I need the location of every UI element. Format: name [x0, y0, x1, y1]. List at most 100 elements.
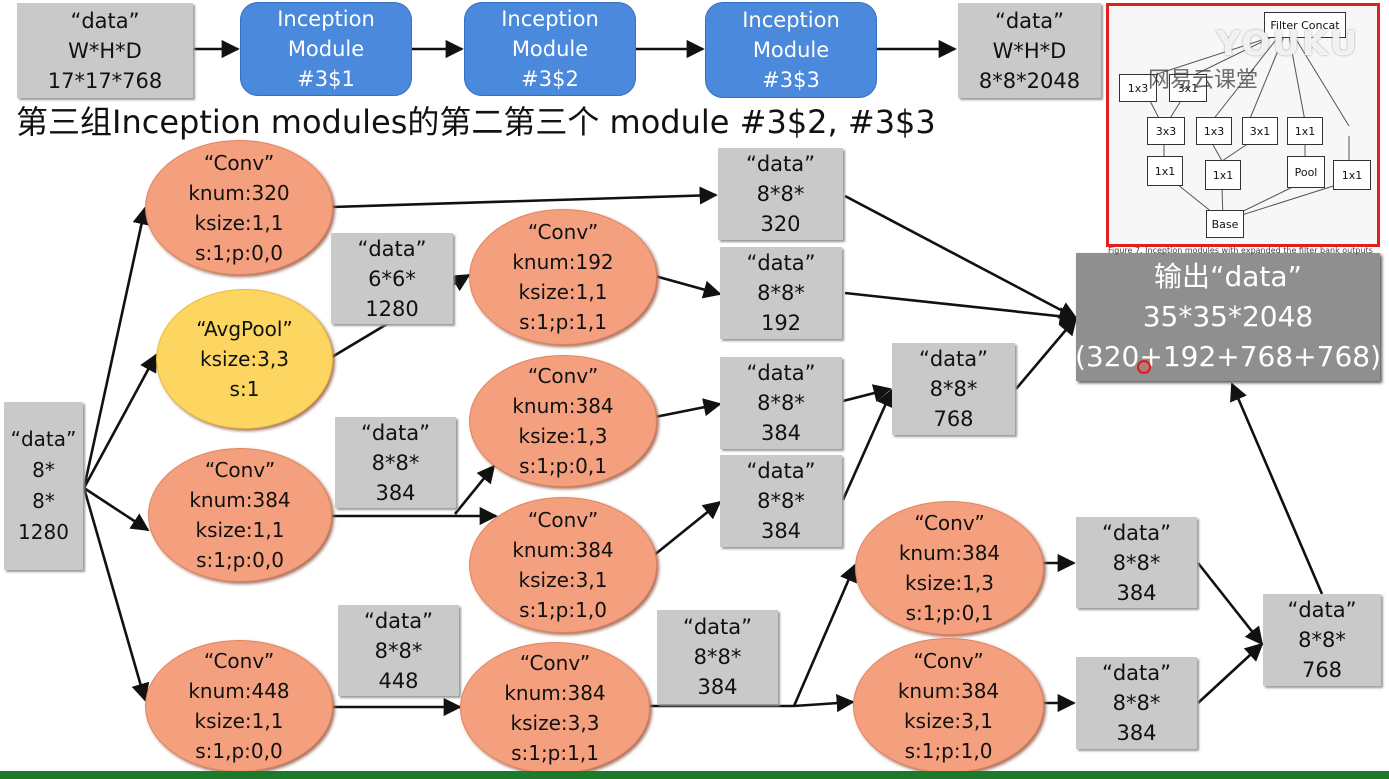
node-line: “Conv”: [203, 649, 275, 673]
node-line: “Conv”: [527, 364, 599, 388]
inception-module-3-3: Inception Module #3$3: [705, 2, 877, 98]
node-line: 8*8*: [693, 645, 742, 669]
node-line: “Conv”: [914, 511, 985, 535]
module-line: #3$1: [297, 67, 355, 91]
node-line: s:1;p:1,0: [904, 738, 993, 763]
node-line: 768: [933, 407, 974, 431]
node-line: (320+192+768+768): [1075, 340, 1382, 373]
node-line: “data”: [360, 420, 431, 445]
edge-conv-d-out192: [654, 274, 722, 299]
node-line: 384: [760, 519, 802, 543]
conv-g-node: “Conv” knum:384 ksize:3,3 s:1;p:1,1: [460, 642, 650, 774]
node-line: 8*: [32, 489, 55, 513]
node-line: ksize:1,1: [518, 280, 608, 304]
node-line: knum:384: [189, 488, 291, 512]
node-line: “Conv”: [203, 150, 275, 175]
node-line: 384: [1116, 721, 1157, 745]
node-line: 320: [760, 212, 801, 236]
paper-figure-thumbnail: Filter Concat 1x3 3x1 3x3 1x3 3x1 1x1 1x…: [1106, 3, 1380, 247]
node-line: s:1;p:0,0: [196, 548, 284, 572]
edge-split-conv-e: [453, 464, 496, 515]
node-line: 8*8*: [371, 450, 420, 475]
module-line: Inception: [742, 8, 840, 32]
node-line: “Conv”: [519, 651, 591, 675]
node-line: “data”: [1287, 598, 1357, 622]
node-line: “data”: [357, 236, 427, 261]
cursor-indicator: [1137, 360, 1151, 374]
top-input-data: “data” W*H*D 17*17*768: [17, 3, 193, 98]
edge-in-conv-b: [83, 486, 150, 532]
out-192-node: “data” 8*8* 192: [720, 247, 842, 339]
edge-data-i-concat: [1197, 642, 1264, 704]
node-line: 8*8*: [1112, 691, 1161, 715]
node-line: 8*: [32, 458, 55, 482]
concat-ef-node: “data” 8*8* 768: [892, 343, 1015, 435]
input-data-node: “data” 8* 8* 1280: [4, 402, 83, 570]
thumb-node: 3x3: [1147, 117, 1185, 145]
node-line: ksize:3,3: [510, 711, 600, 735]
node-line: ksize:1,3: [518, 424, 608, 448]
concat-hi-node: “data” 8*8* 768: [1263, 594, 1381, 686]
module-line: Module: [752, 38, 830, 62]
node-line: 8*8*: [756, 182, 805, 206]
node-line: ksize:3,3: [200, 347, 289, 371]
node-line: 192: [760, 311, 802, 335]
conv-i-node: “Conv” knum:384 ksize:3,1 s:1;p:1,0: [853, 638, 1044, 773]
out-320-node: “data” 8*8* 320: [718, 148, 843, 240]
node-line: 1280: [365, 296, 419, 321]
conv-f-node: “Conv” knum:384 ksize:3,1 s:1;p:1,0: [469, 497, 657, 633]
data-g-node: “data” 8*8* 384: [657, 610, 778, 704]
node-line: “Conv”: [527, 508, 599, 532]
thumb-filter-concat: Filter Concat: [1264, 12, 1346, 38]
node-line: “data”: [745, 152, 816, 176]
edge-out192-output: [844, 291, 1078, 326]
thumb-node: 1x1: [1147, 156, 1183, 186]
edge-data-e-concat: [842, 384, 892, 403]
node-line: s:1: [229, 377, 260, 401]
thumb-pool-node: Pool: [1287, 156, 1325, 188]
conv-d-node: “Conv” knum:192 ksize:1,1 s:1;p:1,1: [469, 209, 657, 345]
node-line: 6*6*: [368, 266, 416, 291]
node-line: 8*8*: [757, 391, 805, 415]
edge-in-conv-a: [82, 206, 151, 489]
node-line: s:1;p:0,1: [519, 454, 607, 478]
node-line: 768: [1301, 658, 1343, 682]
top-input-line-3: 17*17*768: [47, 68, 163, 93]
netease-watermark: 网易云课堂: [1148, 68, 1259, 93]
inception-module-3-1: Inception Module #3$1: [240, 2, 412, 96]
node-line: knum:384: [898, 541, 1001, 565]
edge-conv-a-out320: [331, 186, 718, 209]
conv-h-node: “Conv” knum:384 ksize:1,3 s:1;p:0,1: [855, 501, 1044, 635]
node-line: knum:192: [512, 250, 614, 274]
slide-title: 第三组Inception modules的第二第三个 module #3$2, …: [16, 103, 936, 141]
data-c-node: “data” 8*8* 448: [338, 605, 459, 696]
module-line: Module: [511, 37, 589, 61]
node-line: “data”: [1101, 520, 1172, 545]
node-line: ksize:3,1: [904, 708, 993, 733]
node-line: “AvgPool”: [196, 317, 293, 341]
node-line: “data”: [746, 251, 816, 275]
module-line: Module: [287, 37, 365, 61]
edge-conv-f-data-f: [652, 500, 722, 558]
node-line: s:1;p:0,1: [905, 601, 994, 625]
node-line: 448: [378, 668, 419, 693]
final-output-node: 输出“data” 35*35*2048 (320+192+768+768): [1075, 253, 1382, 381]
inception-module-3-2: Inception Module #3$2: [464, 2, 636, 96]
node-line: ksize:1,3: [905, 571, 994, 595]
node-line: knum:384: [897, 678, 1000, 703]
edge-split-conv-h: [792, 563, 857, 707]
thumb-node: 1x3: [1119, 74, 1157, 102]
node-line: knum:320: [188, 180, 290, 205]
node-line: 8*8*: [1112, 550, 1161, 575]
thumb-node: 3x1: [1169, 74, 1207, 102]
module-line: Inception: [501, 7, 599, 31]
thumbnail-caption: Figure 7. Inception modules with expande…: [1108, 246, 1373, 255]
data-i-node: “data” 8*8* 384: [1076, 657, 1197, 749]
data-f-node: “data” 8*8* 384: [720, 455, 842, 547]
node-line: “data”: [746, 459, 816, 483]
node-line: s:1;p:1,0: [519, 598, 607, 622]
edge-in-pool: [82, 353, 158, 489]
node-line: 384: [760, 421, 802, 445]
node-line: 8*8*: [757, 281, 805, 305]
thumb-node: 1x1: [1333, 160, 1371, 190]
